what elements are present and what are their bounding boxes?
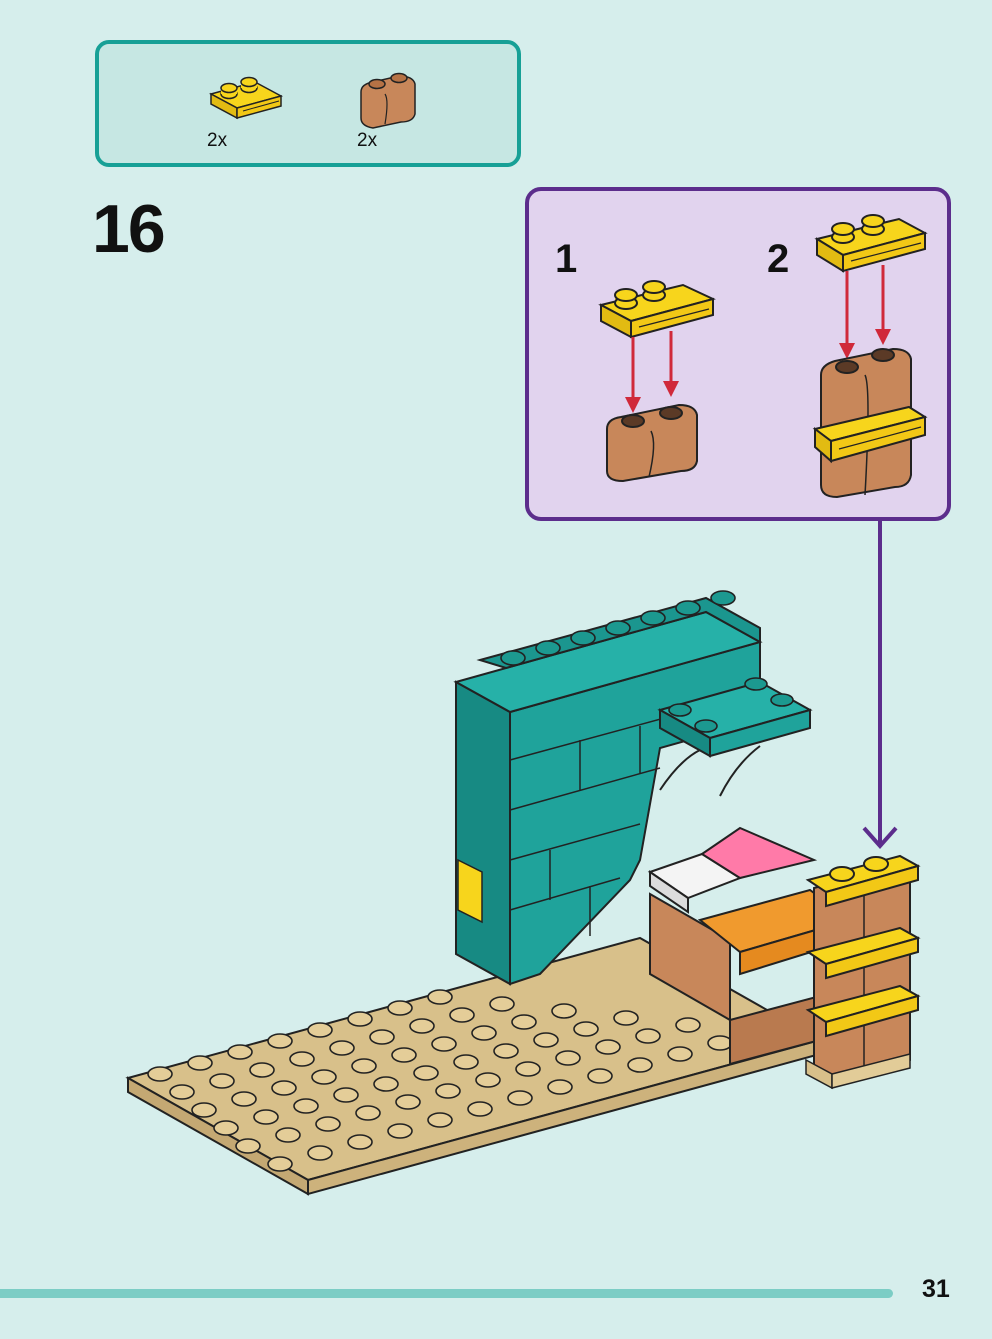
substep-1-number: 1 xyxy=(555,237,578,281)
substep-2-number: 2 xyxy=(767,237,790,281)
yellow-plate-quantity: 2x xyxy=(207,130,228,151)
yellow-window-tile xyxy=(457,858,483,924)
callout-pointer-arrow xyxy=(862,520,898,850)
brown-brick-part-icon xyxy=(360,72,416,129)
yellow-plate-part-icon xyxy=(208,76,284,120)
step-number: 16 xyxy=(92,191,166,267)
brown-brick-quantity: 2x xyxy=(357,130,378,151)
teal-wall-side xyxy=(455,680,511,986)
page-number: 31 xyxy=(922,1275,950,1303)
baseplate-studs xyxy=(147,989,773,1172)
parts-list-box: 2x 2x xyxy=(95,40,521,167)
substep-1-illustration xyxy=(598,280,716,483)
main-model-illustration xyxy=(125,590,921,1196)
wall-top-studs xyxy=(500,590,736,666)
footer-progress-bar xyxy=(0,1289,893,1298)
bedpost-assembly xyxy=(805,854,921,1090)
subassembly-callout: 1 2 xyxy=(525,187,951,521)
substep-2-illustration xyxy=(812,214,928,499)
